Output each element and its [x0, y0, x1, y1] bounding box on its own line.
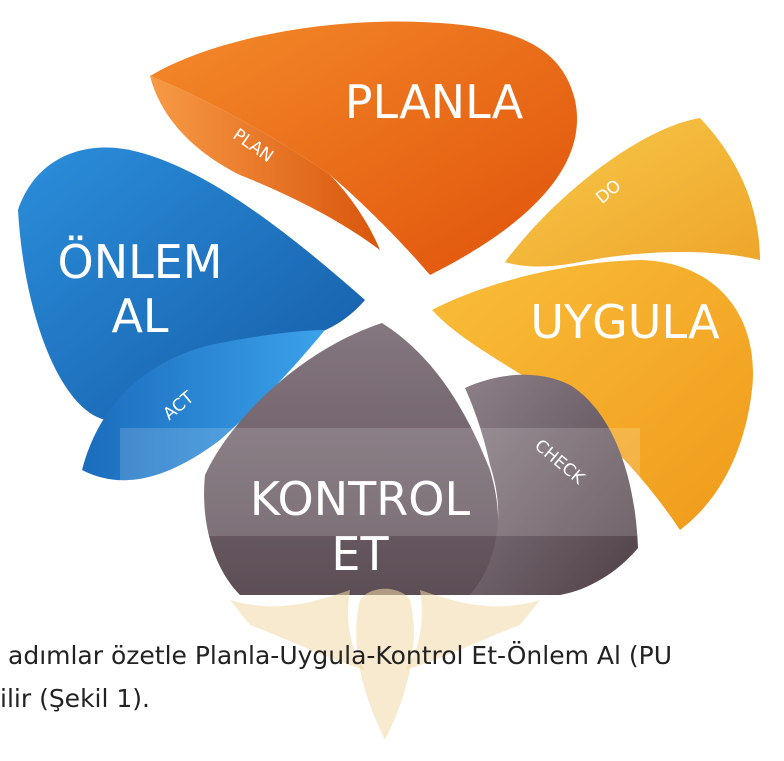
act-title-line1: ÖNLEM	[58, 235, 223, 289]
caption-line-1: adımlar özetle Planla-Uygula-Kontrol Et-…	[0, 641, 784, 670]
caption-line-2-text: ilir (Şekil 1).	[0, 684, 150, 713]
check-petal-fold	[465, 374, 638, 595]
check-petal-body	[204, 323, 499, 595]
check-title-line1: KONTROL	[250, 472, 471, 526]
caption-line-2: ilir (Şekil 1).	[0, 684, 784, 713]
do-title: UYGULA	[530, 295, 720, 349]
act-petal-fold	[82, 330, 325, 481]
do-petal: UYGULA DO	[432, 118, 760, 530]
check-highlight-band	[120, 428, 640, 536]
act-petal-body	[18, 147, 365, 421]
plan-petal: PLANLA PLAN	[150, 21, 578, 275]
act-petal: ÖNLEM AL ACT	[18, 147, 365, 481]
pdca-cycle-diagram: PLANLA PLAN UYGULA DO ÖNLEM AL ACT KONTR…	[18, 21, 760, 595]
do-petal-body	[432, 260, 754, 530]
plan-title: PLANLA	[345, 75, 524, 129]
do-petal-fold	[505, 118, 760, 267]
check-petal: KONTROL ET CHECK	[120, 323, 640, 595]
caption-line-1-text: adımlar özetle Planla-Uygula-Kontrol Et-…	[8, 641, 673, 670]
plan-petal-fold	[150, 76, 380, 250]
plan-petal-body	[150, 21, 578, 275]
act-title-line2: AL	[111, 289, 168, 343]
check-title-line2: ET	[331, 527, 389, 581]
